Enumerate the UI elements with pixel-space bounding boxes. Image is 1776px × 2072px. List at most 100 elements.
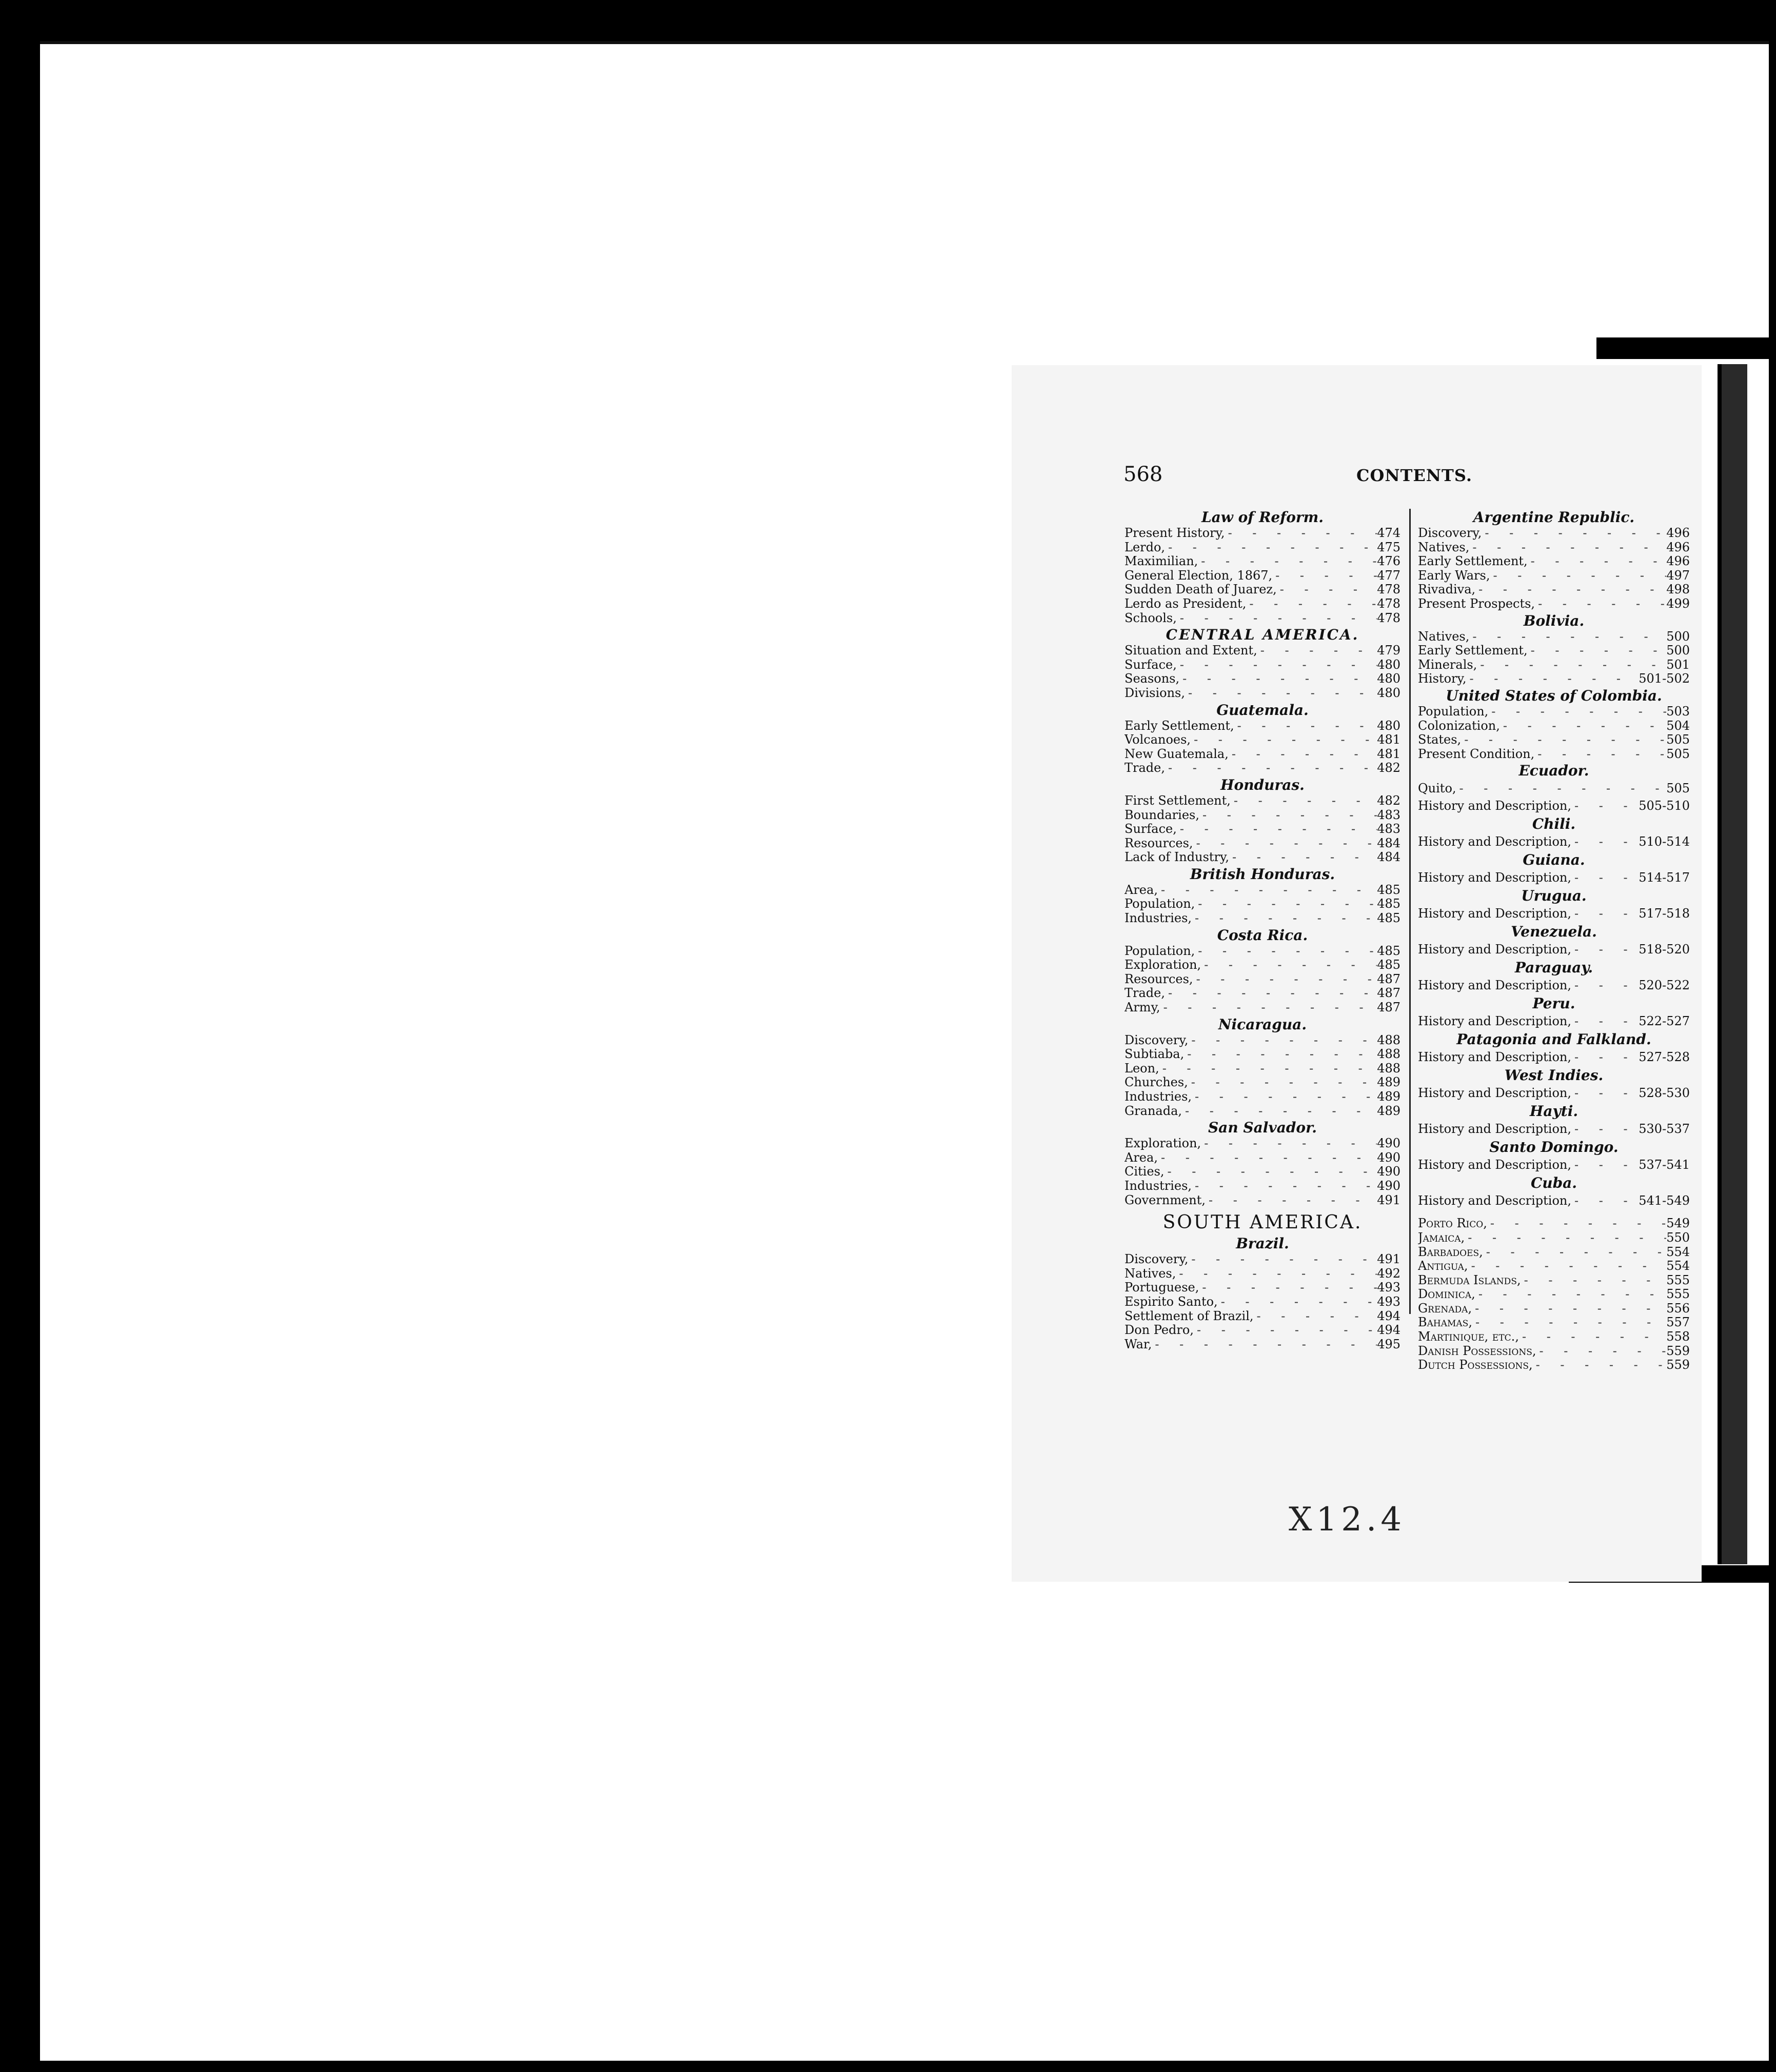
toc-entry: Colonization,504 xyxy=(1418,719,1690,733)
toc-leader-dashes xyxy=(1199,808,1377,823)
toc-entry-label: Barbadoes, xyxy=(1418,1245,1483,1259)
toc-entry: Industries,489 xyxy=(1124,1090,1400,1104)
toc-leader-dashes xyxy=(1195,897,1377,911)
toc-entry-label: New Guatemala, xyxy=(1124,747,1229,761)
toc-entry-label: Minerals, xyxy=(1418,658,1477,672)
toc-entry-page: 479 xyxy=(1377,644,1400,658)
toc-leader-dashes xyxy=(1158,883,1377,898)
toc-entry-label: Population, xyxy=(1418,704,1489,719)
toc-entry-label: Bahamas, xyxy=(1418,1316,1472,1330)
toc-leader-dashes xyxy=(1536,1344,1667,1359)
toc-entry-label: Area, xyxy=(1124,1150,1158,1165)
section-title-santo-domingo: Santo Domingo. xyxy=(1489,1139,1619,1156)
toc-entry-page: 504 xyxy=(1666,719,1690,733)
toc-entry: Churches,489 xyxy=(1124,1075,1400,1090)
toc-entry-page: 478 xyxy=(1377,611,1400,625)
toc-entry: Surface,480 xyxy=(1124,658,1400,672)
toc-entry-page: 559 xyxy=(1666,1344,1690,1358)
toc-leader-dashes xyxy=(1193,972,1377,987)
toc-entry-label: Antigua, xyxy=(1418,1259,1468,1273)
toc-entry-page: 485 xyxy=(1377,911,1400,926)
toc-entry-label: General Election, 1867, xyxy=(1124,568,1273,583)
toc-leader-dashes xyxy=(1201,958,1377,972)
toc-entry-label: Portuguese, xyxy=(1124,1281,1199,1295)
toc-leader-dashes xyxy=(1229,747,1377,762)
toc-leader-dashes xyxy=(1456,780,1667,797)
toc-entry: Schools,478 xyxy=(1124,611,1400,626)
toc-entry: Danish Possessions,559 xyxy=(1418,1344,1690,1359)
section-title-honduras: Honduras. xyxy=(1220,776,1305,793)
toc-entry: Surface,483 xyxy=(1124,822,1400,836)
toc-leader-dashes xyxy=(1500,719,1666,733)
toc-leader-dashes xyxy=(1482,526,1666,541)
toc-entry-label: Early Settlement, xyxy=(1418,644,1528,658)
toc-entry: Discovery,488 xyxy=(1124,1033,1400,1048)
toc-entry: History and Description,517-518 xyxy=(1418,905,1690,922)
toc-entry-label: Porto Rico, xyxy=(1418,1217,1487,1231)
toc-entry-page: 517-518 xyxy=(1639,906,1690,921)
section-title-costa-rica: Costa Rica. xyxy=(1217,926,1308,944)
toc-leader-dashes xyxy=(1177,611,1377,626)
toc-leader-dashes xyxy=(1468,1259,1667,1273)
toc-entry-page: 550 xyxy=(1666,1230,1690,1245)
section-title-british-honduras: British Honduras. xyxy=(1190,865,1335,883)
toc-entry-page: 496 xyxy=(1666,554,1690,569)
toc-entry-page: 490 xyxy=(1377,1150,1400,1165)
toc-entry: Settlement of Brazil,494 xyxy=(1124,1309,1400,1324)
toc-entry-label: Industries, xyxy=(1124,1179,1192,1193)
toc-leader-dashes xyxy=(1571,1120,1639,1138)
toc-entry-page: 482 xyxy=(1377,793,1400,808)
toc-entry-page: 505-510 xyxy=(1639,799,1690,813)
section-title-hayti: Hayti. xyxy=(1529,1103,1578,1120)
catalog-stamp: X12.4 xyxy=(1289,1501,1406,1539)
toc-leader-dashes xyxy=(1490,569,1666,583)
toc-entry-page: 484 xyxy=(1377,836,1400,850)
toc-entry: History and Description,505-510 xyxy=(1418,797,1690,814)
toc-entry: Rivadiva,498 xyxy=(1418,583,1690,597)
toc-entry-label: Jamaica, xyxy=(1418,1230,1465,1245)
toc-leader-dashes xyxy=(1194,1323,1377,1338)
toc-entry-label: History and Description, xyxy=(1418,834,1572,849)
toc-leader-dashes xyxy=(1185,686,1377,701)
toc-entry-label: Resources, xyxy=(1124,836,1193,850)
scan-frame-right xyxy=(1769,41,1776,2061)
toc-entry: Resources, 484 xyxy=(1124,836,1400,851)
toc-entry-page: 501 xyxy=(1666,658,1690,672)
toc-entry-page: 498 xyxy=(1666,583,1690,597)
toc-entry-page: 499 xyxy=(1666,596,1690,611)
toc-entry-label: Trade, xyxy=(1124,986,1165,1001)
toc-leader-dashes xyxy=(1571,1192,1639,1209)
toc-entry: Population,503 xyxy=(1418,705,1690,719)
toc-entry: Boundaries,483 xyxy=(1124,808,1400,823)
toc-entry-page: 476 xyxy=(1377,554,1400,569)
toc-entry-label: First Settlement, xyxy=(1124,793,1231,808)
toc-leader-dashes xyxy=(1179,672,1377,686)
column-divider xyxy=(1409,509,1411,1314)
toc-entry-page: 474 xyxy=(1377,526,1400,540)
toc-entry-page: 488 xyxy=(1377,1033,1400,1047)
toc-entry-page: 530-537 xyxy=(1639,1122,1690,1137)
toc-entry: Present Prospects,499 xyxy=(1418,597,1690,611)
toc-entry-label: Area, xyxy=(1124,883,1158,897)
toc-entry: Espirito Santo,493 xyxy=(1124,1295,1400,1309)
toc-entry-page: 527-528 xyxy=(1639,1050,1690,1065)
toc-entry-label: Army, xyxy=(1124,1001,1160,1015)
toc-entry-page: 549 xyxy=(1666,1217,1690,1231)
toc-leader-dashes xyxy=(1528,554,1667,569)
toc-entry-label: Granada, xyxy=(1124,1104,1182,1118)
toc-entry-label: Situation and Extent, xyxy=(1124,644,1257,658)
toc-leader-dashes xyxy=(1176,1267,1377,1281)
toc-entry: History and Description,522-527 xyxy=(1418,1012,1690,1030)
toc-leader-dashes xyxy=(1571,833,1639,850)
toc-entry: War,495 xyxy=(1124,1338,1400,1352)
toc-entry: Maximilian,476 xyxy=(1124,554,1400,569)
toc-entry: Trade,487 xyxy=(1124,986,1400,1001)
section-title-paraguay: Paraguay. xyxy=(1514,959,1593,977)
toc-leader-dashes xyxy=(1488,705,1666,719)
toc-entry-page: 487 xyxy=(1377,972,1400,986)
toc-entry-label: Exploration, xyxy=(1124,958,1201,972)
toc-entry-page: 484 xyxy=(1377,850,1400,865)
toc-entry: Area, 490 xyxy=(1124,1151,1400,1165)
toc-entry-page: 559 xyxy=(1666,1358,1690,1372)
toc-entry-label: History and Description, xyxy=(1418,1158,1572,1172)
